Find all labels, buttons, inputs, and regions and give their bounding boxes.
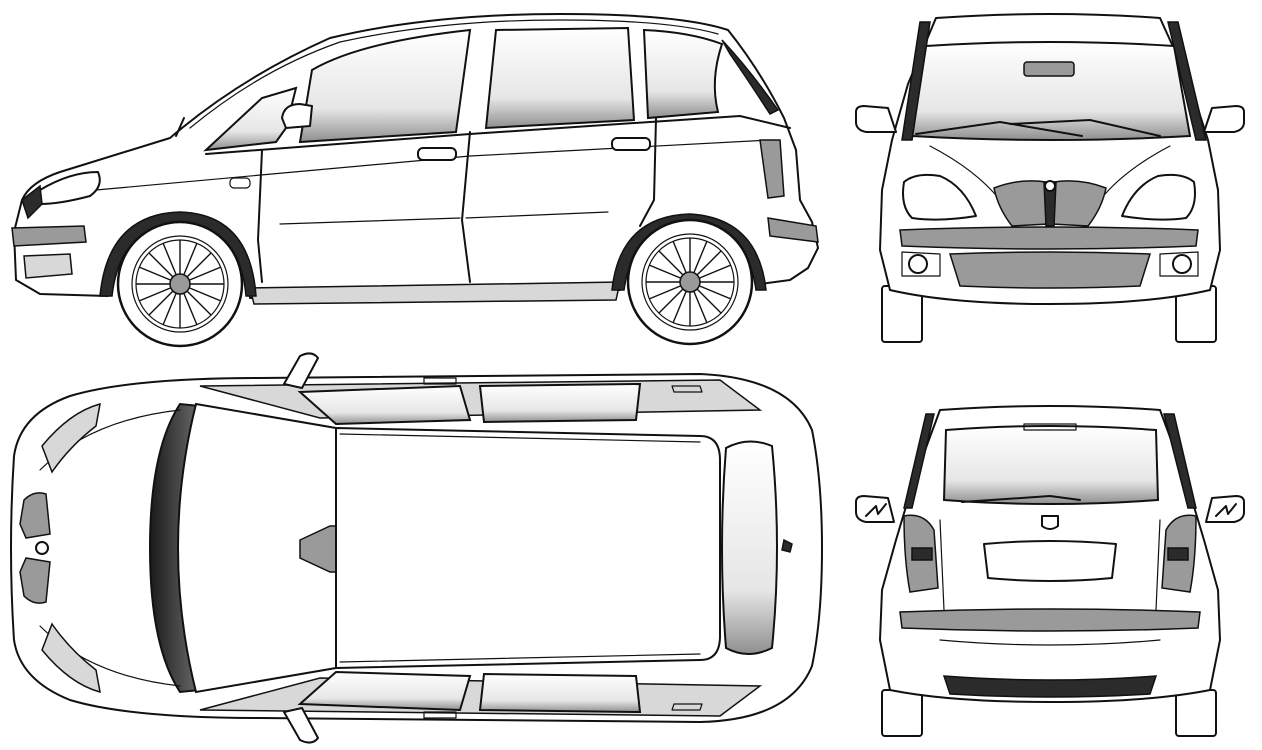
side-marker-lamp [229, 177, 251, 189]
rear-bumper-strip [899, 608, 1201, 632]
top-lower-mirror [283, 707, 319, 744]
top-lower-door-glass-front [297, 670, 472, 712]
rear-left-mirror-glass [865, 503, 887, 517]
top-windshield [176, 402, 337, 694]
front-right-fog-bezel [1159, 251, 1199, 277]
front-bumper-strip [899, 226, 1199, 250]
front-right-fog-lamp [1172, 254, 1192, 274]
side-front-wheel [116, 220, 244, 348]
car-side-view-icon [11, 13, 819, 348]
side-mirror [281, 103, 313, 129]
side-rear-quarter-window [642, 28, 724, 120]
front-lower-intake [948, 251, 1152, 289]
rear-left-lamp-bar [911, 547, 933, 561]
side-rear-bumper-strip [767, 217, 819, 243]
side-rub-strip [279, 211, 609, 225]
front-a-pillar-right [1167, 21, 1207, 141]
rear-right-tire [1175, 689, 1217, 737]
side-headlamp [39, 171, 101, 205]
side-rear-door-window [484, 26, 636, 130]
rear-license-plate-recess [983, 540, 1117, 582]
rear-wiper [961, 495, 1081, 503]
front-left-headlamp [902, 173, 977, 221]
side-rear-door-handle [611, 137, 651, 151]
top-side-marker-upper [423, 377, 457, 385]
rear-pillar-right [1163, 413, 1197, 509]
front-wiper-left [915, 121, 1083, 137]
front-left-fog-lamp [908, 254, 928, 274]
side-tail-window [721, 39, 780, 115]
rear-diffuser [942, 675, 1158, 698]
side-front-door-handle [417, 147, 457, 161]
car-top-view-icon [10, 352, 823, 744]
rear-right-mirror-glass [1215, 503, 1237, 517]
rear-left-mirror [855, 495, 895, 523]
top-side-marker-lower [423, 711, 457, 719]
side-front-door-window [298, 28, 472, 144]
top-rear-wiper [781, 538, 793, 553]
rear-right-mirror [1205, 495, 1245, 523]
car-rear-view-icon [855, 405, 1245, 737]
top-upper-mirror [283, 352, 319, 389]
side-shoulder-line [95, 139, 771, 191]
side-front-grille-edge [21, 184, 43, 220]
rear-tailgate-line [939, 519, 1161, 611]
front-windshield [910, 41, 1192, 141]
front-a-pillar-left [901, 21, 931, 141]
front-left-mirror [855, 105, 897, 133]
side-belt-line [205, 115, 791, 155]
front-badge [1044, 180, 1056, 192]
rear-lower-bumper [939, 639, 1161, 646]
side-front-bumper-strip [11, 225, 87, 247]
top-right-headlamp [41, 622, 101, 694]
rear-spoiler [1023, 423, 1077, 431]
side-rear-door-seam [639, 117, 657, 227]
side-sill [249, 281, 621, 305]
top-upper-door-glass-rear [478, 382, 642, 424]
car-front-view-icon [855, 13, 1245, 343]
rear-right-lamp-bar [1167, 547, 1189, 561]
side-front-fog-lamp [23, 253, 73, 279]
top-grille-upper [19, 492, 51, 539]
rear-window [942, 425, 1160, 505]
side-front-door-seam [257, 131, 471, 283]
front-interior-mirror [1023, 61, 1075, 77]
rear-pillar-left [903, 413, 935, 509]
top-rear-window [721, 440, 778, 655]
top-rear-lamp-upper [671, 385, 703, 393]
top-roof-rail-lower [339, 653, 701, 663]
rear-left-tire [881, 689, 923, 737]
front-wiper-right [1009, 119, 1161, 137]
top-lower-door-glass-rear [478, 672, 642, 714]
front-right-mirror [1203, 105, 1245, 133]
top-roof-rail-upper [339, 433, 701, 443]
top-roof [335, 427, 721, 669]
top-upper-door-glass-front [297, 384, 472, 426]
side-tail-lamp [759, 139, 785, 199]
front-right-headlamp [1121, 173, 1196, 221]
top-left-headlamp [41, 402, 101, 474]
side-antenna [175, 117, 185, 137]
side-roof-rail [189, 19, 719, 129]
side-rear-wheel [626, 218, 754, 346]
front-left-fog-bezel [901, 251, 941, 277]
top-grille-lower [19, 557, 51, 604]
top-rear-lamp-lower [671, 703, 703, 711]
rear-badge [1041, 515, 1059, 530]
top-badge [35, 541, 49, 555]
